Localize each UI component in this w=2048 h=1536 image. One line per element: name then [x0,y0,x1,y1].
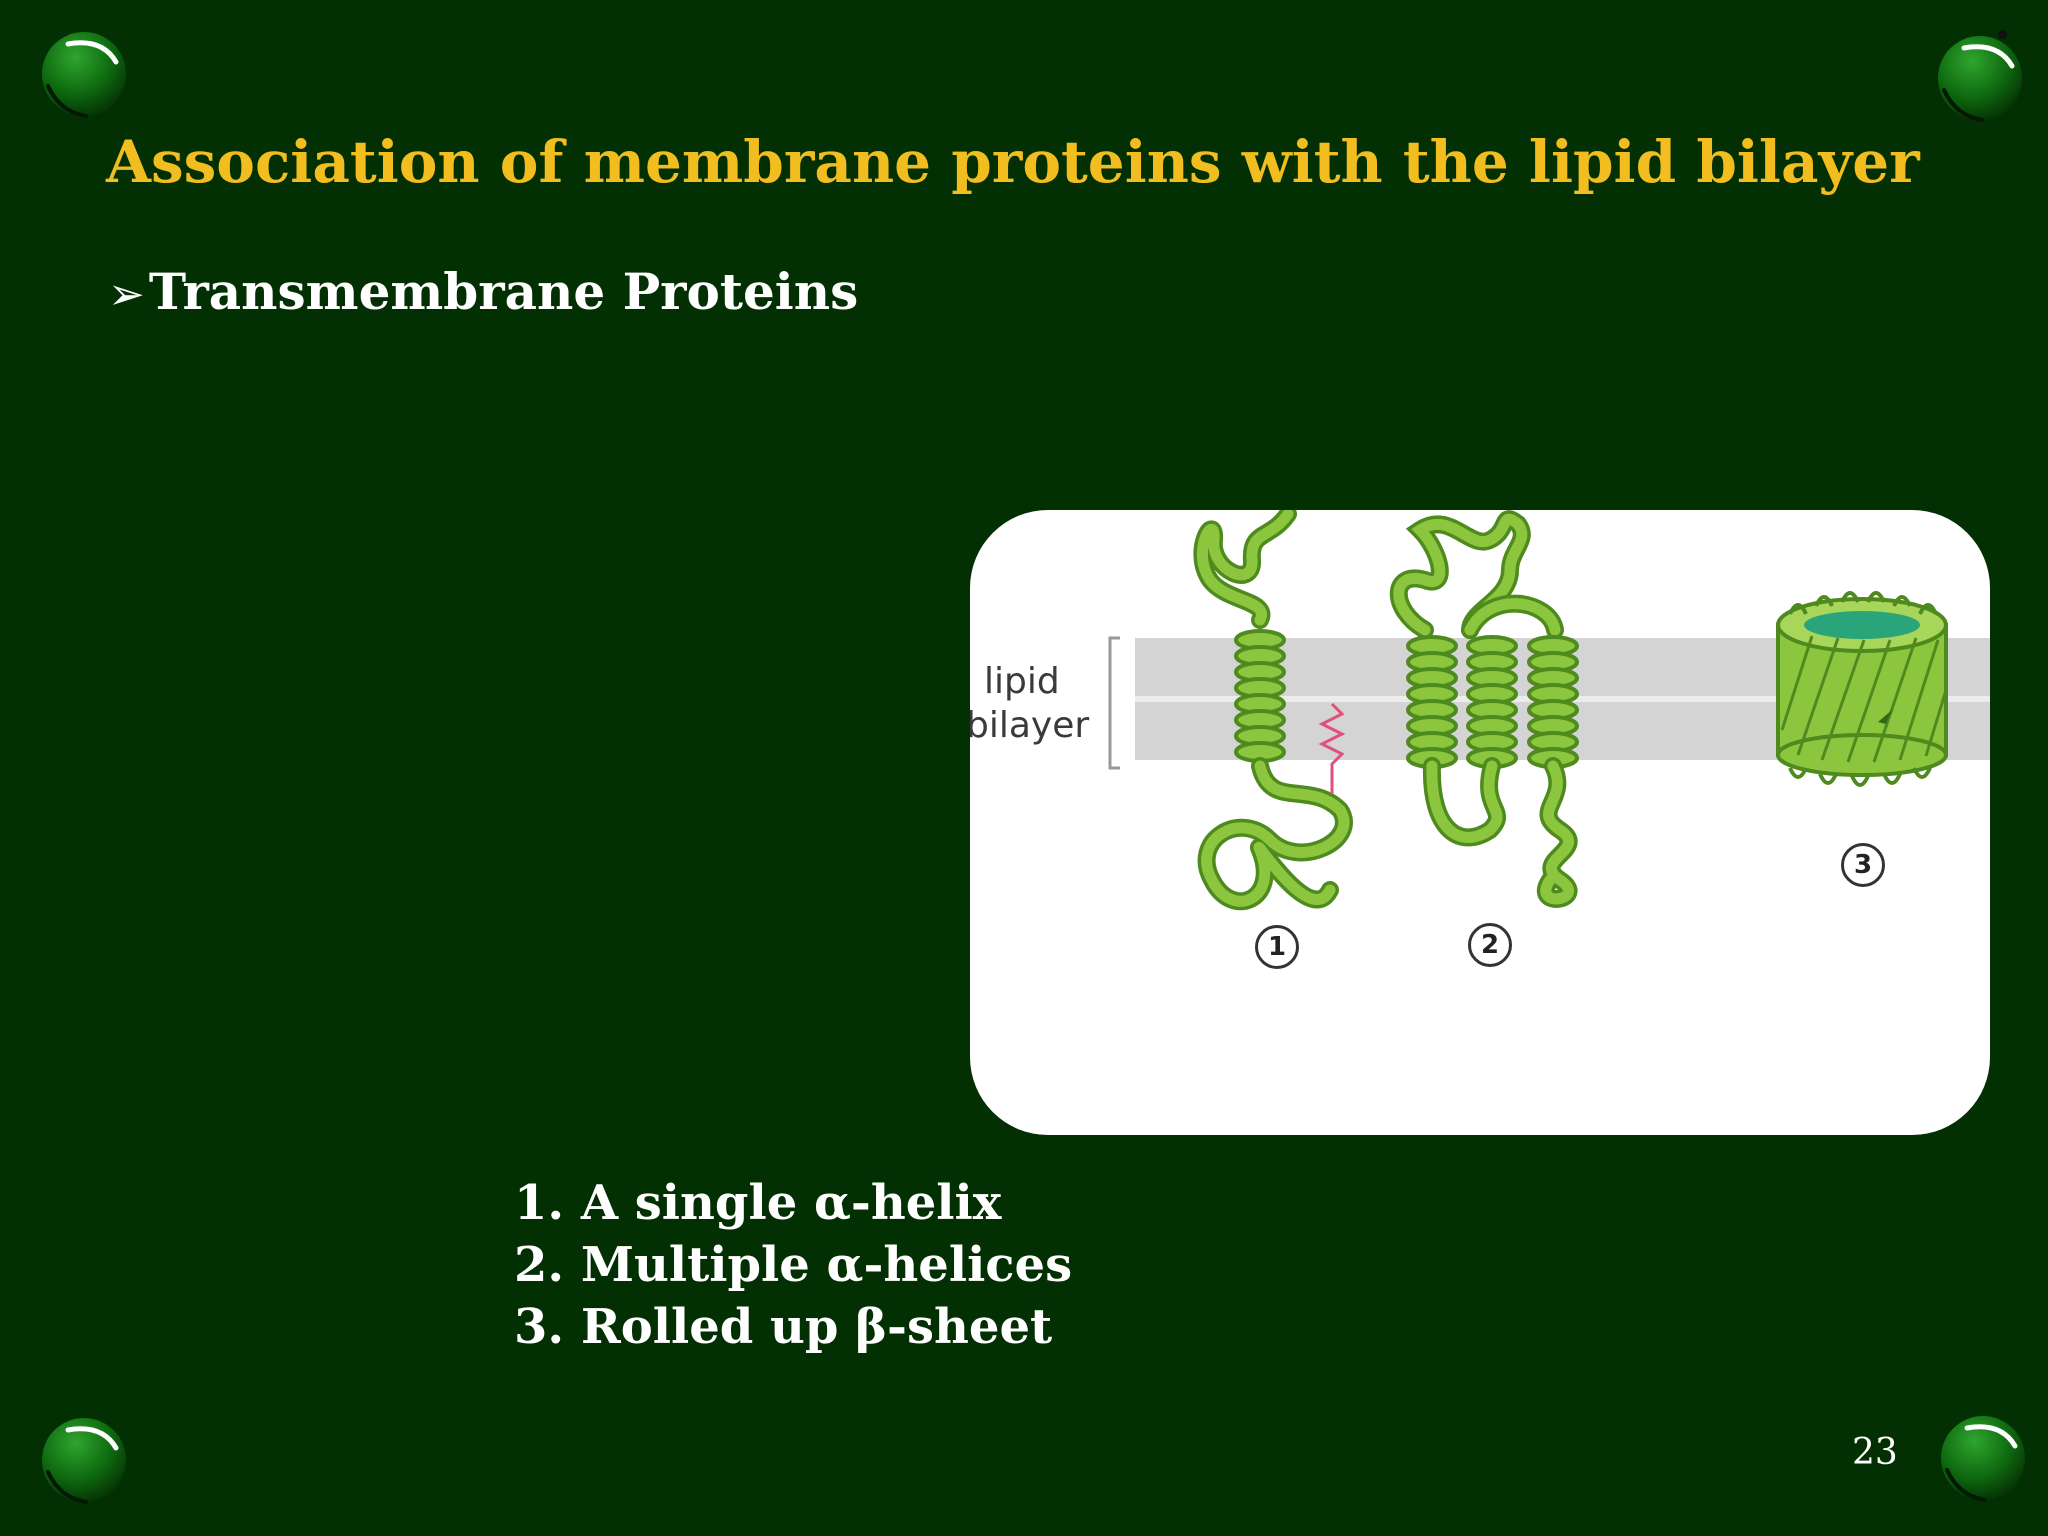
speck-dot [1998,30,2007,39]
marker-2: 2 [1468,923,1512,967]
protein-beta-barrel [1776,591,1948,787]
helix-coils-2c [1527,635,1579,769]
corner-orb-icon [1941,1416,2025,1502]
page-number: 23 [1852,1432,1898,1473]
bullet-arrow-icon: ➢ [108,269,145,320]
bilayer-bracket [1108,636,1120,770]
protein-single-helix [1193,510,1353,911]
corner-orb-icon [1938,36,2022,122]
corner-orb-icon [42,32,126,118]
list-item: 2. Multiple α-helices [514,1237,1073,1293]
bullet-heading: ➢Transmembrane Proteins [108,262,858,321]
corner-orb-icon [42,1418,126,1504]
membrane-diagram [1108,510,1990,911]
marker-3: 3 [1841,843,1885,887]
helix-coils-1 [1234,629,1286,763]
lipid-anchor-zigzag [1318,702,1346,794]
list-item: 3. Rolled up β-sheet [514,1299,1053,1355]
helix-coils-2a [1406,635,1458,769]
lipid-label: lipid [984,661,1060,702]
protein-type-list: 1. A single α-helix 2. Multiple α-helice… [514,1172,1072,1358]
protein-multiple-helices [1389,510,1579,908]
slide-title: Association of membrane proteins with th… [106,128,1920,196]
bilayer-label: bilayer [970,705,1090,746]
membrane-protein-figure: lipid bilayer 1 2 3 [970,510,1990,1135]
list-item: 1. A single α-helix [514,1175,1002,1231]
bullet-text: Transmembrane Proteins [148,262,859,321]
helix-coils-2b [1466,635,1518,769]
marker-1: 1 [1255,925,1299,969]
